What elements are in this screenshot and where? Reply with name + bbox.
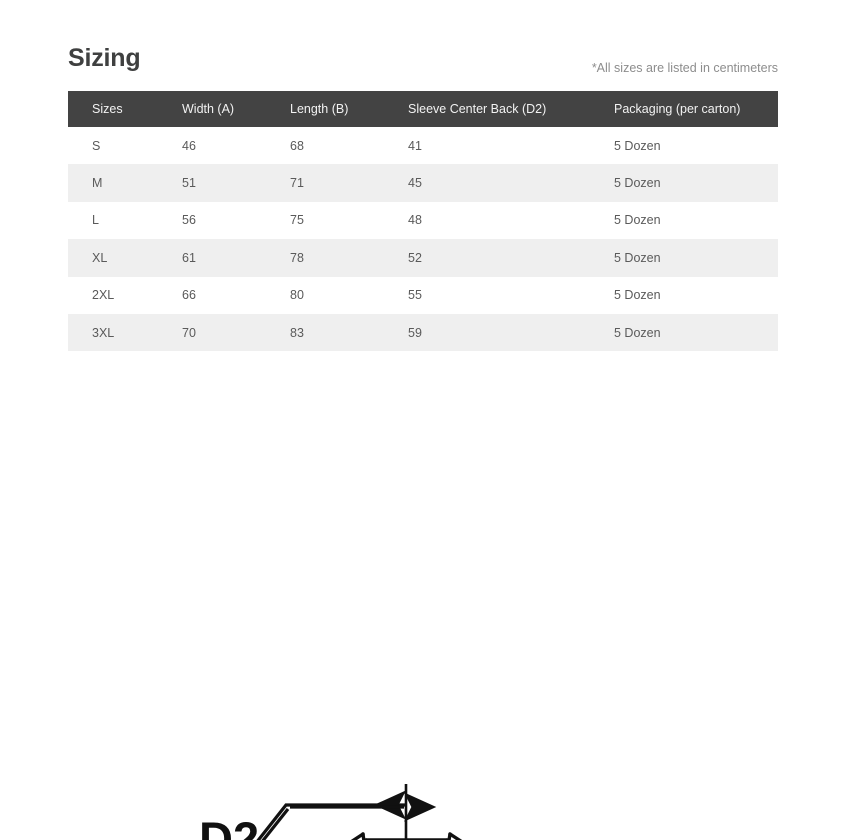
cell-packaging: 5 Dozen — [590, 239, 778, 277]
measure-d2-group — [173, 790, 406, 840]
column-header-width: Width (A) — [158, 91, 266, 127]
table-row: L 56 75 48 5 Dozen — [68, 201, 778, 240]
cell-size: XL — [68, 239, 158, 277]
cell-width: 46 — [158, 127, 266, 165]
cell-packaging: 5 Dozen — [590, 313, 778, 352]
table-header: Sizes Width (A) Length (B) Sleeve Center… — [68, 91, 778, 127]
cell-length: 78 — [266, 239, 384, 277]
cell-width: 70 — [158, 313, 266, 352]
cell-sleeve: 52 — [384, 239, 590, 277]
page-header: Sizing *All sizes are listed in centimet… — [68, 44, 778, 86]
cell-length: 83 — [266, 313, 384, 352]
cell-sleeve: 41 — [384, 127, 590, 165]
t-shirt-diagram: D2 A B — [0, 376, 863, 840]
cell-length: 68 — [266, 127, 384, 165]
cell-length: 75 — [266, 201, 384, 240]
measure-d2-arrows — [261, 792, 437, 840]
table-row: XL 61 78 52 5 Dozen — [68, 239, 778, 277]
cell-width: 61 — [158, 239, 266, 277]
column-header-packaging: Packaging (per carton) — [590, 91, 778, 127]
d2-arrow-line — [173, 790, 406, 840]
right-shoulder — [448, 832, 463, 840]
cell-sleeve: 59 — [384, 313, 590, 352]
units-note: *All sizes are listed in centimeters — [591, 61, 778, 75]
cell-length: 80 — [266, 276, 384, 314]
cell-size: L — [68, 201, 158, 240]
d2-segment-diag — [261, 808, 290, 840]
sizing-table: Sizes Width (A) Length (B) Sleeve Center… — [68, 91, 778, 352]
cell-size: 3XL — [68, 313, 158, 352]
table-row: 2XL 66 80 55 5 Dozen — [68, 276, 778, 314]
cell-packaging: 5 Dozen — [590, 201, 778, 240]
cell-size: S — [68, 127, 158, 165]
cell-size: 2XL — [68, 276, 158, 314]
cell-sleeve: 48 — [384, 201, 590, 240]
table-body: S 46 68 41 5 Dozen M 51 71 45 5 Dozen L … — [68, 127, 778, 352]
label-d2: D2 — [199, 812, 259, 840]
table-row: M 51 71 45 5 Dozen — [68, 164, 778, 202]
table-row: S 46 68 41 5 Dozen — [68, 127, 778, 165]
cell-packaging: 5 Dozen — [590, 164, 778, 202]
cell-packaging: 5 Dozen — [590, 127, 778, 165]
left-shoulder — [350, 832, 365, 840]
cell-packaging: 5 Dozen — [590, 276, 778, 314]
cell-size: M — [68, 164, 158, 202]
column-header-sizes: Sizes — [68, 91, 158, 127]
table-row: 3XL 70 83 59 5 Dozen — [68, 313, 778, 352]
column-header-length: Length (B) — [266, 91, 384, 127]
cell-sleeve: 45 — [384, 164, 590, 202]
cell-sleeve: 55 — [384, 276, 590, 314]
cell-length: 71 — [266, 164, 384, 202]
cell-width: 56 — [158, 201, 266, 240]
table-header-row: Sizes Width (A) Length (B) Sleeve Center… — [68, 91, 778, 127]
page-title: Sizing — [68, 44, 141, 72]
column-header-sleeve: Sleeve Center Back (D2) — [384, 91, 590, 127]
cell-width: 51 — [158, 164, 266, 202]
cell-width: 66 — [158, 276, 266, 314]
